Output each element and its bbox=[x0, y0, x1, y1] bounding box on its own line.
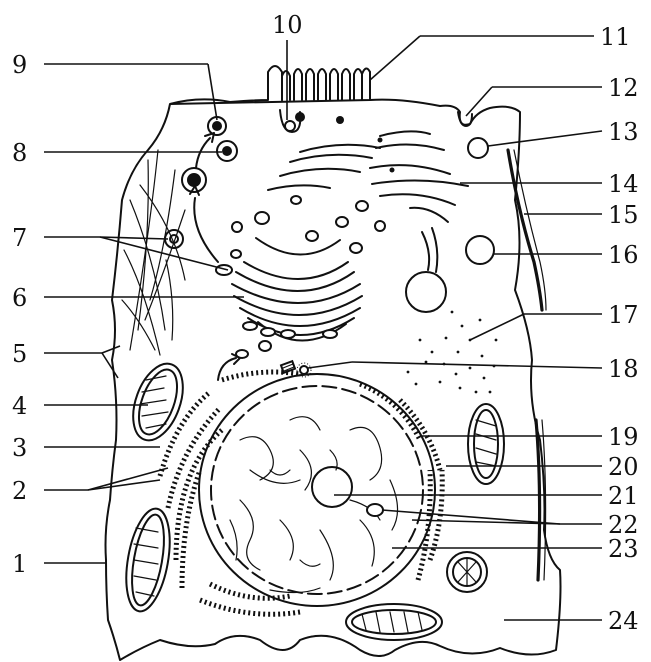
label-9: 9 bbox=[12, 51, 27, 79]
label-15: 15 bbox=[608, 201, 639, 229]
label-3: 3 bbox=[12, 434, 27, 462]
label-6: 6 bbox=[12, 284, 27, 312]
leader-lines bbox=[44, 36, 602, 620]
label-4: 4 bbox=[12, 392, 27, 420]
label-8: 8 bbox=[12, 139, 27, 167]
microfilaments bbox=[122, 150, 185, 355]
label-17: 17 bbox=[608, 301, 639, 329]
label-11: 11 bbox=[600, 23, 631, 51]
label-1: 1 bbox=[12, 550, 27, 578]
mitochondria bbox=[119, 357, 504, 640]
label-2: 2 bbox=[12, 477, 27, 505]
label-24: 24 bbox=[608, 607, 639, 635]
microvilli bbox=[282, 68, 370, 100]
label-16: 16 bbox=[608, 241, 639, 269]
label-21: 21 bbox=[608, 482, 639, 510]
label-23: 23 bbox=[608, 535, 639, 563]
label-18: 18 bbox=[608, 355, 639, 383]
secretory-vesicles bbox=[165, 117, 237, 262]
label-20: 20 bbox=[608, 453, 639, 481]
label-19: 19 bbox=[608, 423, 639, 451]
label-10: 10 bbox=[272, 11, 303, 39]
label-14: 14 bbox=[608, 170, 639, 198]
free-ribosomes bbox=[407, 311, 498, 394]
label-7: 7 bbox=[12, 224, 27, 252]
label-13: 13 bbox=[608, 118, 639, 146]
label-12: 12 bbox=[608, 74, 639, 102]
label-5: 5 bbox=[12, 340, 27, 368]
endocytic-vesicles bbox=[280, 110, 472, 132]
golgi-apparatus bbox=[218, 238, 362, 380]
